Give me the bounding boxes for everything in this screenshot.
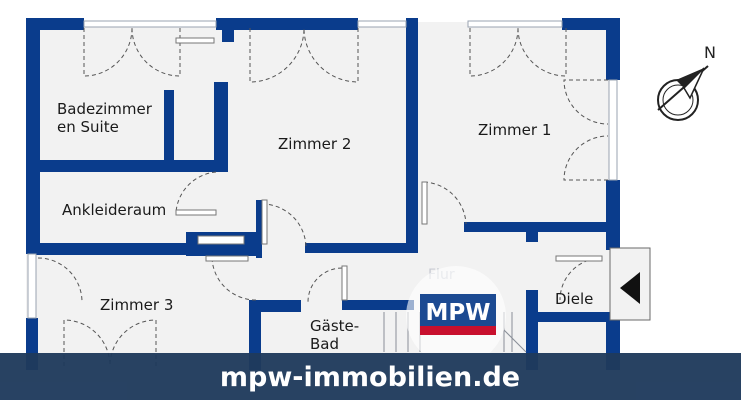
- footer-band: [0, 353, 741, 400]
- room-label-zimmer-2: Zimmer 2: [278, 135, 351, 153]
- door-swings: [37, 27, 609, 367]
- room-label-zimmer-1: Zimmer 1: [478, 121, 551, 139]
- entrance-arrow-icon: [620, 272, 640, 304]
- door-leaves: [175, 37, 603, 301]
- room-label-gaeste-line1: Gäste-: [310, 317, 359, 335]
- room-label-ankleideraum: Ankleideraum: [62, 201, 166, 219]
- entrance: [609, 247, 651, 321]
- logo-text: MPW: [425, 300, 490, 326]
- room-label-diele: Diele: [555, 290, 593, 308]
- room-label-badezimmer-line1: Badezimmer: [57, 100, 153, 118]
- compass-icon: N: [657, 43, 716, 121]
- footer-website[interactable]: mpw-immobilien.de: [220, 362, 520, 393]
- room-label-gaeste-line2: Bad: [310, 335, 339, 353]
- walls: [26, 18, 620, 370]
- room-label-badezimmer-line2: en Suite: [57, 118, 119, 136]
- compass-north-label: N: [704, 43, 716, 62]
- windows: [27, 20, 618, 319]
- room-label-zimmer-3: Zimmer 3: [100, 296, 173, 314]
- mpw-logo: MPW: [406, 266, 506, 366]
